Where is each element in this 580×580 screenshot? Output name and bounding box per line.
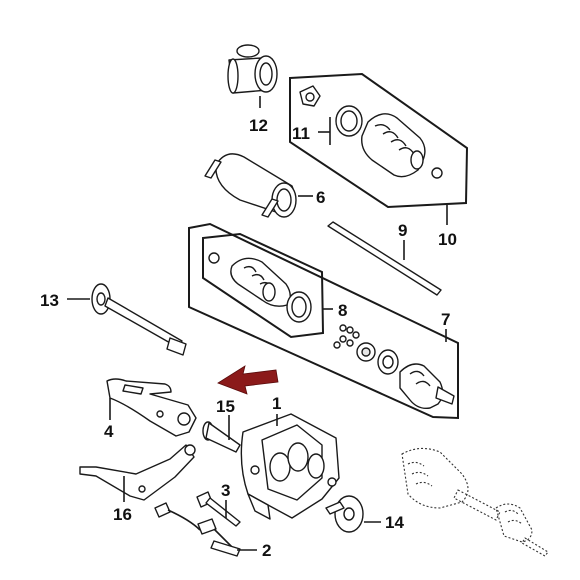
part-9-shaft[interactable] [327, 221, 442, 296]
callout-10: 10 [438, 230, 457, 249]
callout-11: 11 [292, 124, 310, 143]
part-14-output-flange[interactable] [325, 495, 381, 533]
part-1-differential-housing[interactable] [240, 413, 340, 520]
callout-12: 12 [249, 116, 268, 135]
callout-8: 8 [338, 301, 347, 320]
callout-14: 14 [385, 513, 404, 532]
callout-7: 7 [441, 310, 450, 329]
callout-2: 2 [262, 541, 271, 560]
part-16-mount-bracket[interactable] [79, 444, 196, 502]
part-4-bracket[interactable] [106, 378, 197, 437]
callout-16: 16 [113, 505, 132, 524]
direction-arrow [217, 365, 279, 395]
part-8-inner-boot[interactable] [208, 252, 312, 323]
callout-6: 6 [316, 188, 325, 207]
part-11-boot-kit[interactable] [299, 85, 443, 179]
part-15-flange[interactable] [202, 415, 241, 453]
phantom-drive-shaft [401, 447, 549, 557]
part-6-boot[interactable] [204, 153, 313, 218]
callout-labels: 12 11 6 10 9 13 8 7 15 1 4 3 16 14 2 [40, 116, 457, 560]
group-box-8 [202, 232, 333, 339]
callout-4: 4 [104, 422, 114, 441]
callout-3: 3 [221, 481, 230, 500]
callout-1: 1 [272, 394, 281, 413]
group-box-10 [289, 72, 469, 225]
part-7-cv-joint[interactable] [333, 324, 455, 410]
part-13-half-shaft[interactable] [67, 283, 187, 356]
part-2-harness[interactable] [154, 502, 257, 557]
group-box-7 [188, 222, 459, 420]
callout-13: 13 [40, 291, 59, 310]
callout-15: 15 [216, 397, 235, 416]
part-3-sensor[interactable] [196, 491, 241, 527]
part-12-coupling[interactable] [227, 44, 278, 108]
callout-9: 9 [398, 221, 407, 240]
